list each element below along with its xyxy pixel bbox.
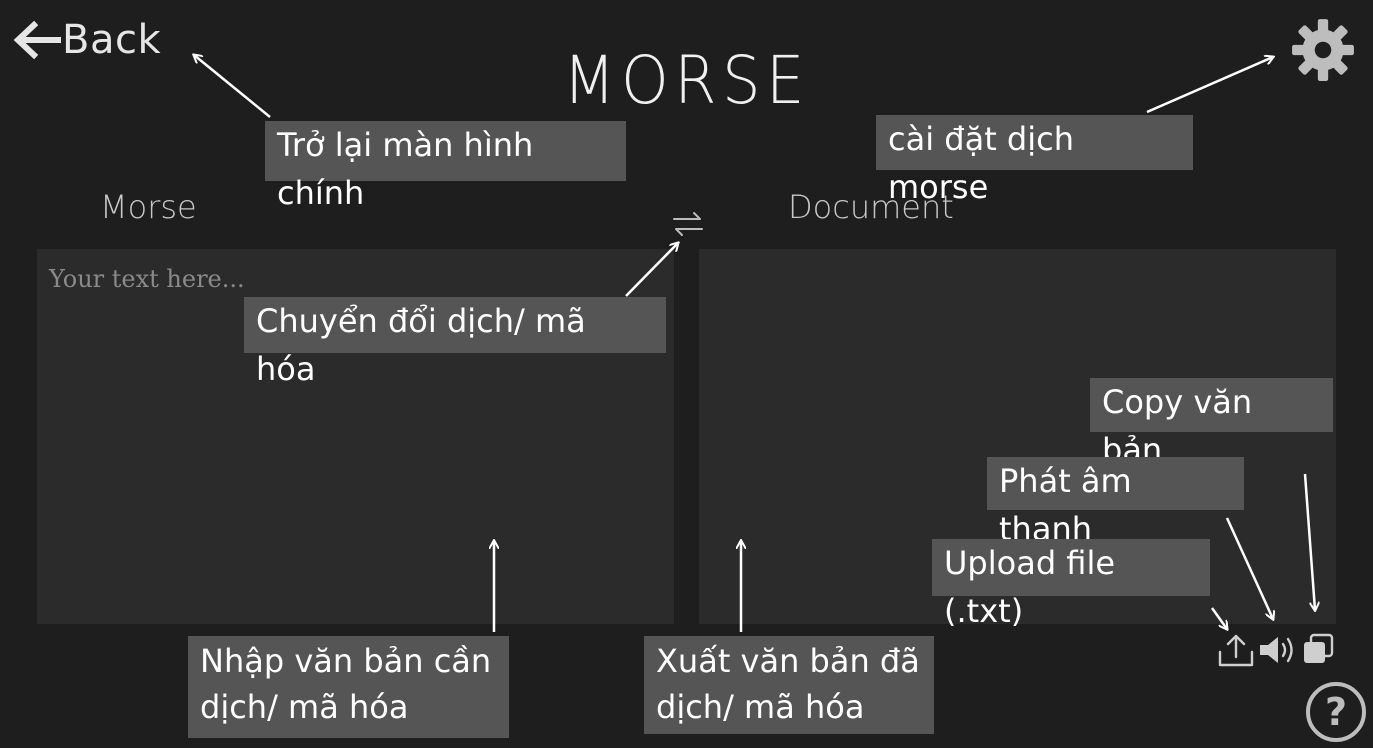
back-label: Back: [62, 17, 162, 63]
arrow-left-icon: [13, 20, 61, 60]
note-back: Trở lại màn hình chính: [265, 121, 626, 212]
upload-icon[interactable]: [1217, 632, 1255, 668]
note-swap: Chuyển đổi dịch/ mã hóa: [244, 297, 666, 388]
note-upload: Upload file (.txt): [932, 539, 1210, 630]
note-output: Xuất văn bản đã dịch/ mã hóa: [644, 636, 934, 734]
input-panel-label: Morse: [100, 188, 197, 226]
back-button[interactable]: Back: [12, 16, 161, 64]
note-input-line2: dịch/ mã hóa: [200, 688, 409, 727]
note-sound: Phát âm thanh: [987, 457, 1244, 548]
svg-text:?: ?: [1325, 690, 1347, 734]
copy-icon[interactable]: [1302, 633, 1334, 665]
page-title: MORSE: [563, 42, 810, 119]
note-copy: Copy văn bản: [1090, 378, 1333, 469]
note-output-line1: Xuất văn bản đã: [656, 642, 920, 680]
speaker-icon[interactable]: [1258, 634, 1298, 666]
note-output-line2: dịch/ mã hóa: [656, 688, 865, 727]
help-icon[interactable]: ?: [1305, 681, 1367, 743]
gear-icon[interactable]: [1290, 17, 1356, 83]
note-input-line1: Nhập văn bản cần: [200, 642, 492, 680]
output-panel-label: Document: [788, 188, 954, 226]
swap-arrows-icon[interactable]: [670, 208, 706, 240]
note-settings: cài đặt dịch morse: [876, 115, 1193, 206]
note-input: Nhập văn bản cần dịch/ mã hóa: [188, 636, 509, 738]
